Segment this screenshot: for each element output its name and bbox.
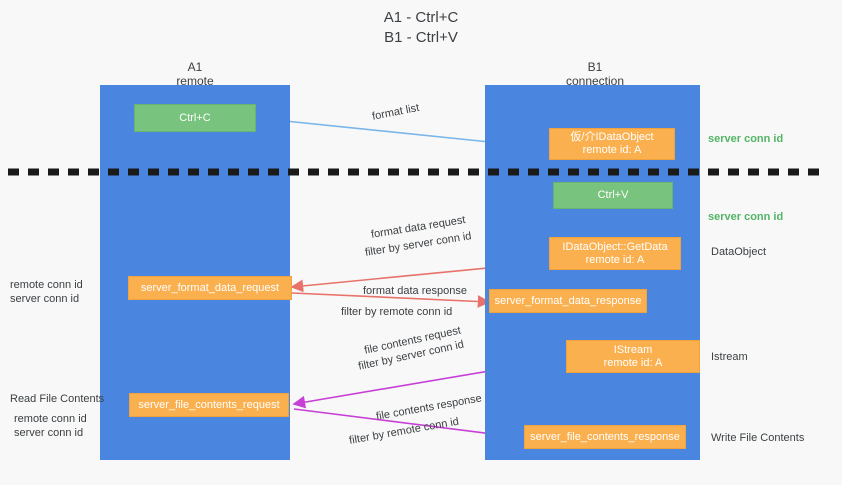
- side-label-conn-ids-bottom: remote conn id server conn id: [14, 412, 87, 440]
- node-ctrl-v[interactable]: Ctrl+V: [553, 182, 673, 209]
- node-server-format-data-request[interactable]: server_format_data_request: [128, 276, 292, 300]
- node-idataobject[interactable]: 仮/介IDataObject remote id: A: [549, 128, 675, 160]
- node-server-file-contents-request[interactable]: server_file_contents_request: [129, 393, 289, 417]
- node-ctrl-v-label: Ctrl+V: [597, 189, 629, 201]
- node-idataobject-line-1: 仮/介IDataObject: [570, 131, 654, 143]
- side-label-server-conn-id-mid: server conn id: [708, 211, 784, 223]
- column-header-b1: B1 connection: [510, 60, 680, 88]
- node-istream-line-1: IStream: [613, 343, 653, 356]
- side-label-dataobject: DataObject: [711, 246, 767, 258]
- left-remote-conn-id-2: remote conn id: [14, 413, 87, 425]
- node-ctrl-c[interactable]: Ctrl+C: [134, 104, 256, 132]
- side-label-read-file-contents: Read File Contents: [10, 393, 105, 405]
- node-server-format-data-response[interactable]: server_format_data_response: [489, 289, 647, 313]
- node-server-format-data-request-label: server_format_data_request: [140, 281, 280, 294]
- format-data-response-filter-value: remote conn id: [379, 306, 453, 318]
- side-label-server-conn-id-top: server conn id: [708, 133, 784, 145]
- side-label-conn-ids-top: remote conn id server conn id: [10, 278, 83, 306]
- node-ctrl-c-label: Ctrl+C: [179, 111, 211, 124]
- node-getdata-line-2: remote id: A: [585, 253, 645, 266]
- side-label-istream: Istream: [711, 351, 748, 363]
- left-server-conn-id-1: server conn id: [10, 293, 80, 305]
- node-server-file-contents-response[interactable]: server_file_contents_response: [524, 425, 686, 449]
- node-getdata-line-1: IDataObject::GetData: [562, 240, 668, 253]
- left-server-conn-id-2: server conn id: [14, 427, 84, 439]
- column-a1-name: A1: [187, 60, 203, 74]
- node-istream-line-2: remote id: A: [603, 356, 663, 369]
- title-line-2: B1 - Ctrl+V: [384, 29, 458, 46]
- column-b1-role: connection: [565, 74, 625, 88]
- node-istream[interactable]: IStream remote id: A: [566, 340, 700, 373]
- node-server-file-contents-response-label: server_file_contents_response: [530, 430, 680, 443]
- node-getdata[interactable]: IDataObject::GetData remote id: A: [549, 237, 681, 270]
- column-b1-name: B1: [587, 60, 603, 74]
- arrow-format-data-response: [291, 292, 491, 308]
- column-header-a1: A1 remote: [110, 60, 280, 88]
- node-idataobject-line-2: remote id: A: [582, 144, 642, 156]
- format-data-response-filter-prefix: filter by: [341, 306, 380, 318]
- page-title: A1 - Ctrl+C B1 - Ctrl+V: [0, 8, 842, 48]
- edge-label-format-data-response-filter: filter by remote conn id: [341, 305, 452, 319]
- title-line-1: A1 - Ctrl+C: [383, 9, 459, 26]
- left-remote-conn-id-1: remote conn id: [10, 279, 83, 291]
- edge-label-format-data-response: format data response: [363, 285, 467, 297]
- node-server-format-data-response-label: server_format_data_response: [494, 294, 642, 307]
- column-a1-role: remote: [176, 74, 214, 88]
- side-label-write-file-contents: Write File Contents: [711, 432, 805, 444]
- node-server-file-contents-request-label: server_file_contents_request: [138, 398, 280, 411]
